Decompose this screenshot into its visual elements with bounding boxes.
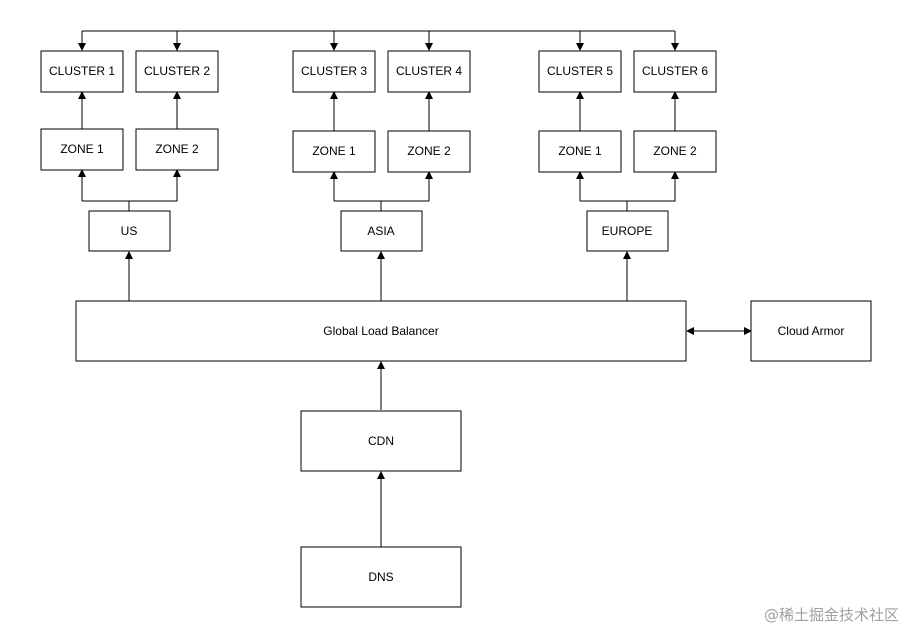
node-cluster-2: CLUSTER 2 [135, 50, 219, 93]
node-label: CDN [368, 434, 394, 448]
edges [78, 30, 752, 547]
node-label: Global Load Balancer [323, 324, 438, 338]
node-region-europe: EUROPE [586, 210, 669, 252]
node-label: ZONE 2 [653, 144, 697, 158]
node-label: EUROPE [602, 224, 653, 238]
node-label: ASIA [367, 224, 394, 238]
node-label: ZONE 1 [312, 144, 356, 158]
node-label: CLUSTER 4 [396, 64, 462, 78]
node-cluster-6: CLUSTER 6 [633, 50, 717, 93]
edge-us-to-zones [82, 200, 130, 211]
node-us-zone-2: ZONE 2 [135, 128, 219, 171]
node-cdn: CDN [300, 410, 462, 472]
node-cluster-3: CLUSTER 3 [292, 50, 376, 93]
node-label: CLUSTER 5 [547, 64, 613, 78]
node-label: ZONE 1 [60, 142, 104, 156]
edge-us-to-zone2 [129, 169, 181, 202]
edge-europe-to-zones [580, 200, 628, 211]
node-global-load-balancer: Global Load Balancer [75, 300, 687, 362]
node-cluster-1: CLUSTER 1 [40, 50, 124, 93]
node-label: DNS [368, 570, 393, 584]
node-label: CLUSTER 6 [642, 64, 708, 78]
node-region-asia: ASIA [340, 210, 423, 252]
node-label: CLUSTER 3 [301, 64, 367, 78]
node-asia-zone-1: ZONE 1 [292, 130, 376, 173]
edge-asia-to-zones [334, 200, 382, 211]
node-label: ZONE 2 [155, 142, 199, 156]
node-label: Cloud Armor [778, 324, 845, 338]
node-cluster-4: CLUSTER 4 [387, 50, 471, 93]
node-europe-zone-2: ZONE 2 [633, 130, 717, 173]
node-region-us: US [88, 210, 171, 252]
node-cloud-armor: Cloud Armor [750, 300, 872, 362]
node-label: CLUSTER 1 [49, 64, 115, 78]
node-label: CLUSTER 2 [144, 64, 210, 78]
edge-asia-to-zone2 [381, 171, 433, 202]
watermark-text: @稀土掘金技术社区 [763, 606, 899, 624]
node-dns: DNS [300, 546, 462, 608]
node-asia-zone-2: ZONE 2 [387, 130, 471, 173]
node-cluster-5: CLUSTER 5 [538, 50, 622, 93]
node-label: ZONE 2 [407, 144, 451, 158]
node-label: US [121, 224, 138, 238]
node-europe-zone-1: ZONE 1 [538, 130, 622, 173]
node-us-zone-1: ZONE 1 [40, 128, 124, 171]
edge-europe-to-zone2 [627, 171, 679, 202]
node-label: ZONE 1 [558, 144, 602, 158]
